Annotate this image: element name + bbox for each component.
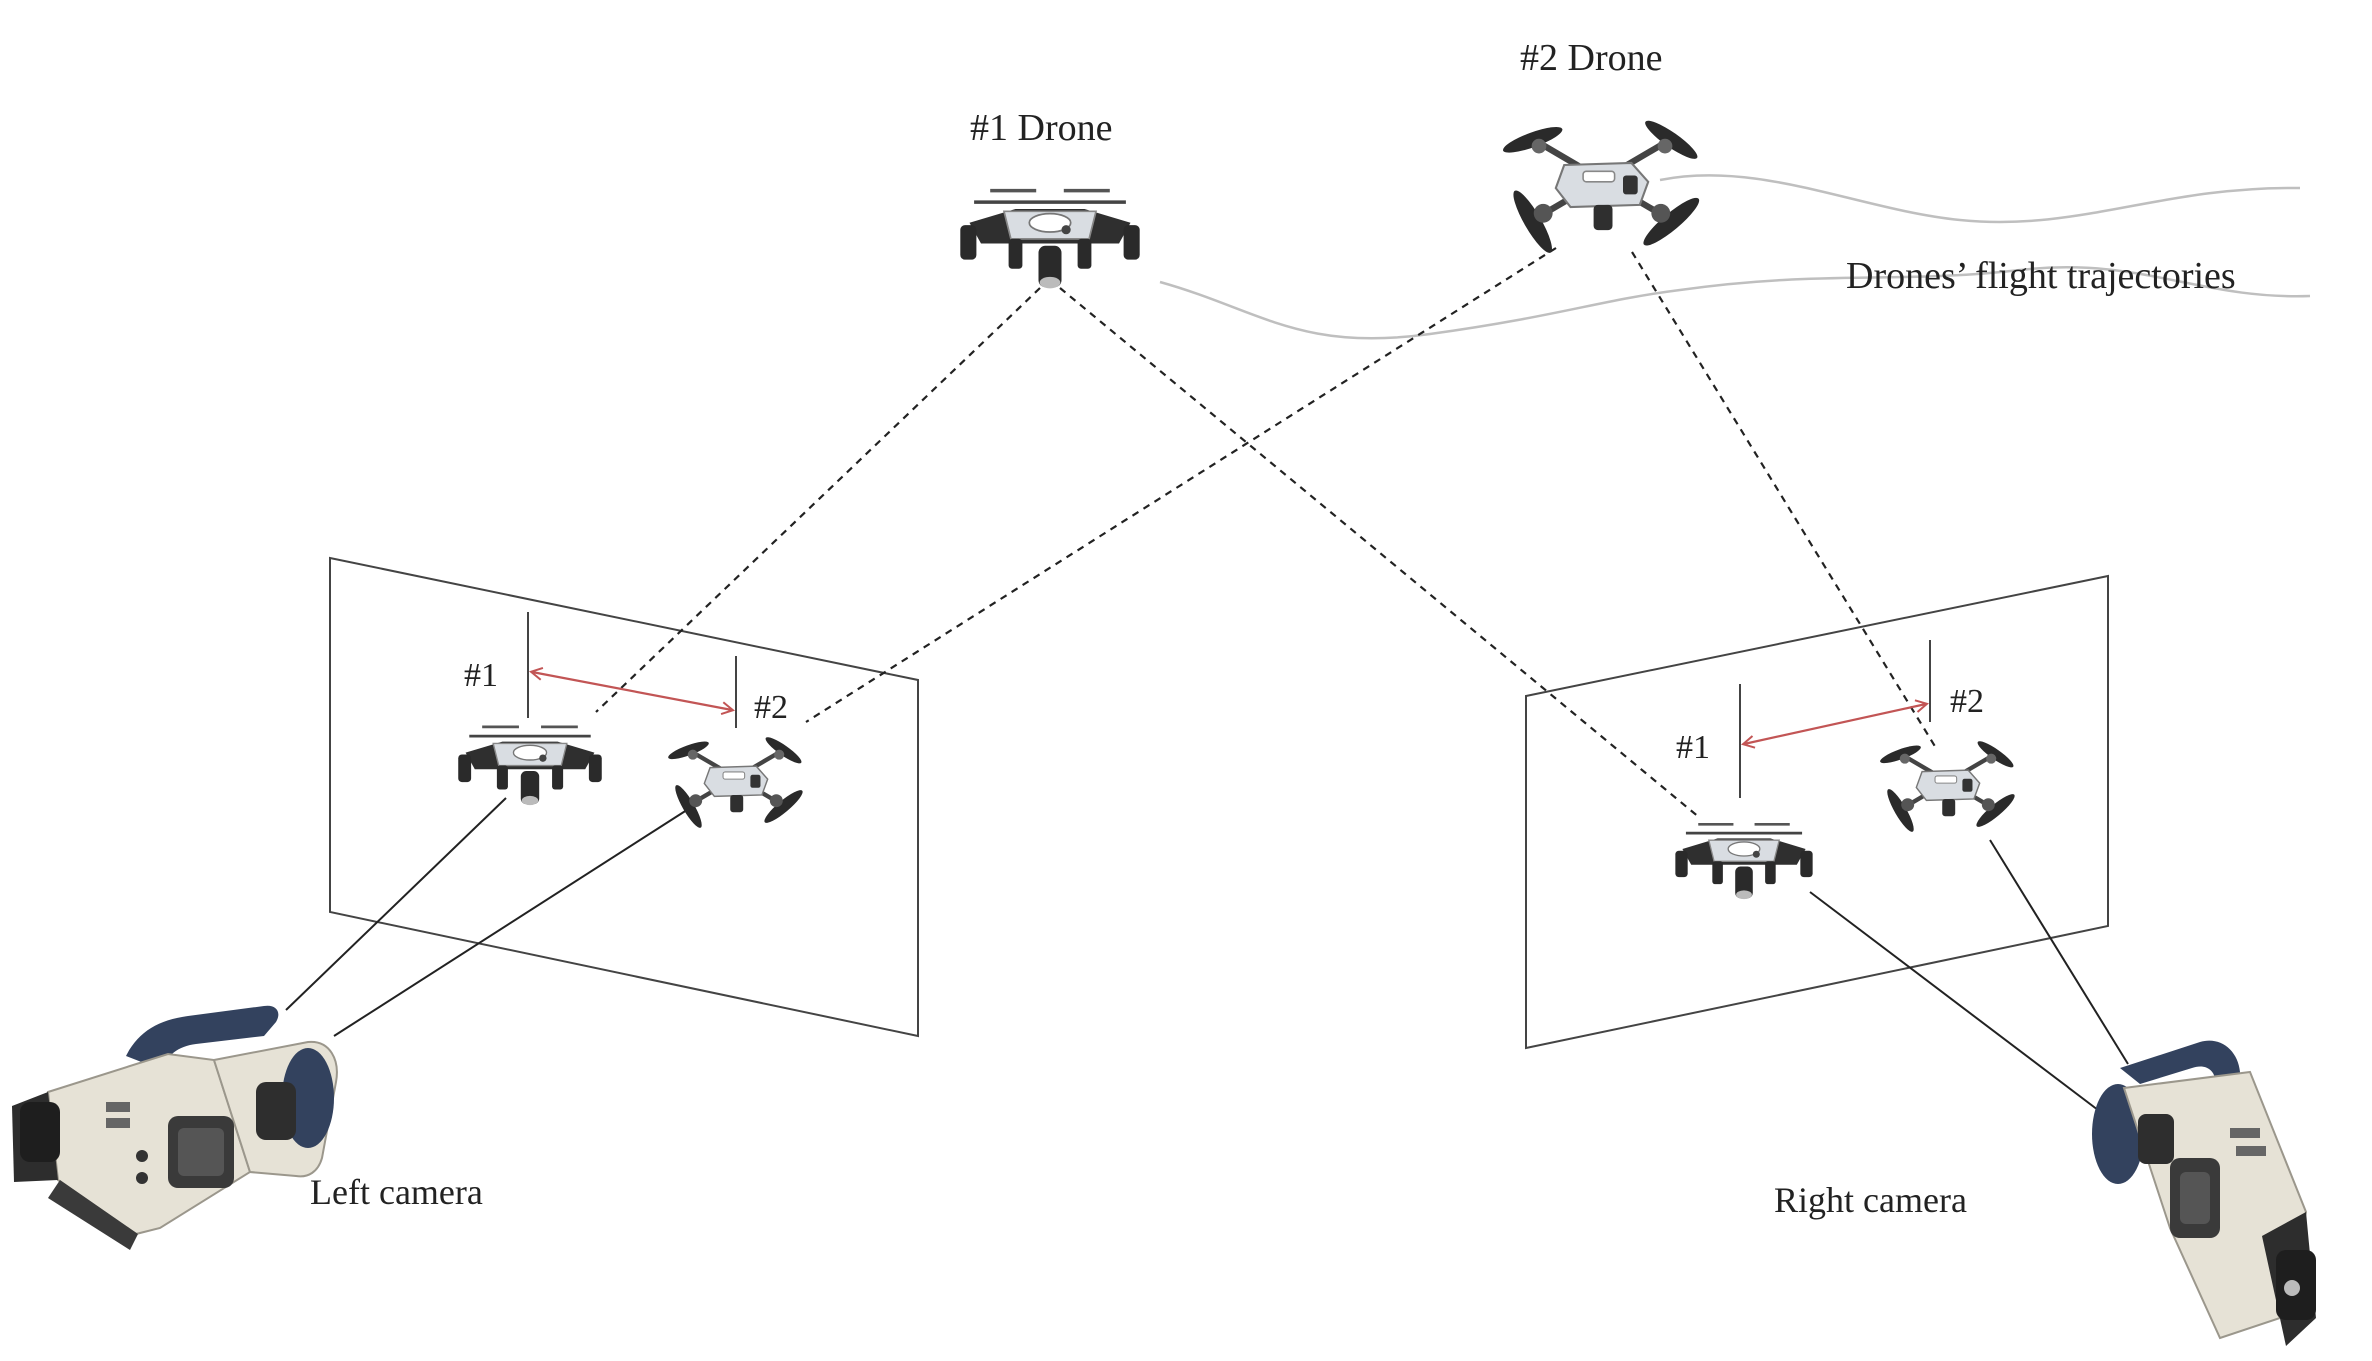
right-camera-icon	[2091, 1039, 2317, 1347]
projection-rays	[595, 247, 1937, 819]
trajectory-1	[1159, 266, 2311, 340]
left-plane-drone-1-icon	[456, 725, 604, 807]
left-camera-icon	[11, 1004, 338, 1251]
left-disparity-arrow	[532, 672, 732, 710]
drone-2-label: #2 Drone	[1520, 37, 1662, 79]
drone-2-icon	[1501, 116, 1704, 257]
left-cam-line-2	[333, 807, 691, 1037]
right-image-plane	[1525, 574, 2109, 1050]
left-tag-1: #1	[464, 657, 498, 694]
trajectory-2	[1659, 174, 2301, 224]
right-tag-2: #2	[1950, 683, 1984, 720]
right-disparity-arrow	[1744, 704, 1926, 744]
flight-trajectories	[1159, 174, 2311, 340]
right-plane-drone-1-icon	[1674, 823, 1814, 901]
right-disparity	[1739, 640, 1931, 798]
ray-drone1-right	[1059, 287, 1701, 819]
left-cam-line-1	[285, 797, 507, 1011]
right-camera-label: Right camera	[1774, 1180, 1967, 1220]
drone-1-label: #1 Drone	[970, 107, 1112, 149]
ray-drone1-left	[595, 287, 1041, 713]
right-cam-line-1	[1809, 891, 2099, 1111]
right-tag-1: #1	[1676, 729, 1710, 766]
left-image-plane	[329, 556, 919, 1038]
right-cam-line-2	[1989, 839, 2129, 1065]
drone-1-icon	[958, 188, 1142, 291]
right-plane-drone-2-icon	[1878, 738, 2018, 835]
camera-lines	[285, 797, 2129, 1111]
ray-drone2-left	[805, 247, 1557, 723]
left-camera-label: Left camera	[310, 1172, 483, 1212]
trajectories-label: Drones’ flight trajectories	[1846, 255, 2236, 297]
ray-drone2-right	[1631, 251, 1937, 749]
left-plane-drone-2-icon	[666, 734, 806, 831]
left-tag-2: #2	[754, 689, 788, 726]
left-disparity	[527, 612, 737, 728]
